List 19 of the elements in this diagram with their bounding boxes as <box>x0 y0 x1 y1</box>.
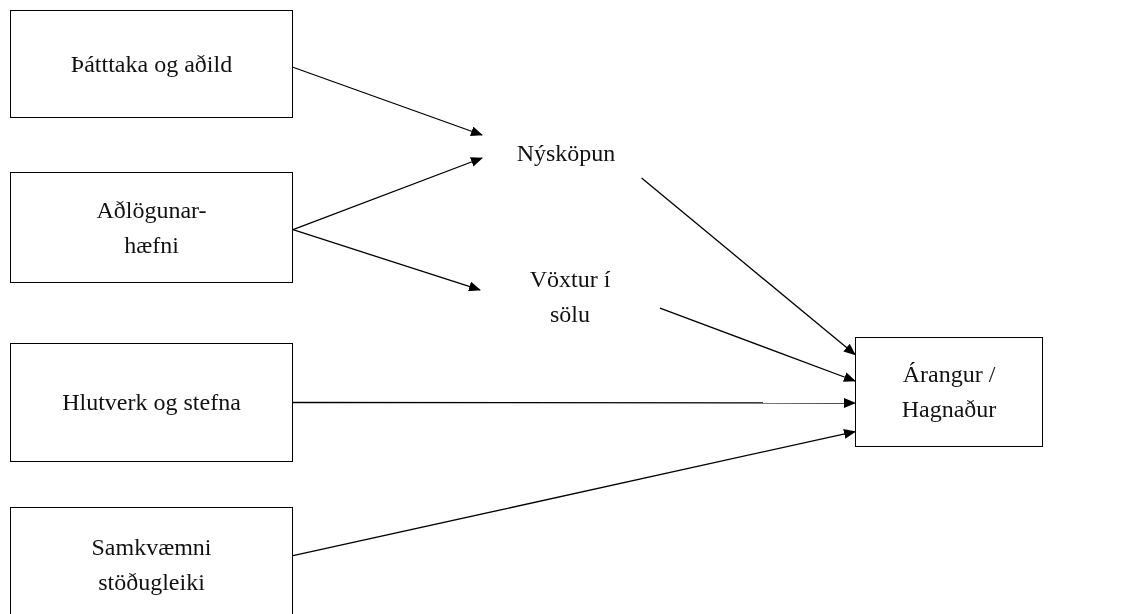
process-box <box>10 172 293 283</box>
arrow <box>292 66 483 136</box>
node-label: Vöxtur í sölu <box>528 264 612 329</box>
box-label: Hlutverk og stefna <box>62 388 241 418</box>
box-label: Samkvæmni stöðugleiki <box>90 533 213 597</box>
box-label: Þátttaka og aðild <box>70 49 233 79</box>
process-box <box>10 507 293 614</box>
process-box <box>10 343 293 462</box>
box-label: Árangur / Hagnaður <box>900 360 998 424</box>
arrow <box>292 229 481 292</box>
arrow <box>292 398 856 408</box>
box-label: Aðlögunar- hæfni <box>95 195 208 260</box>
process-box <box>10 10 293 118</box>
process-box <box>855 337 1043 447</box>
arrow <box>640 177 856 356</box>
arrow <box>659 307 856 382</box>
arrow <box>292 157 483 231</box>
node-label: Nýsköpun <box>516 138 616 168</box>
arrow <box>292 429 856 557</box>
